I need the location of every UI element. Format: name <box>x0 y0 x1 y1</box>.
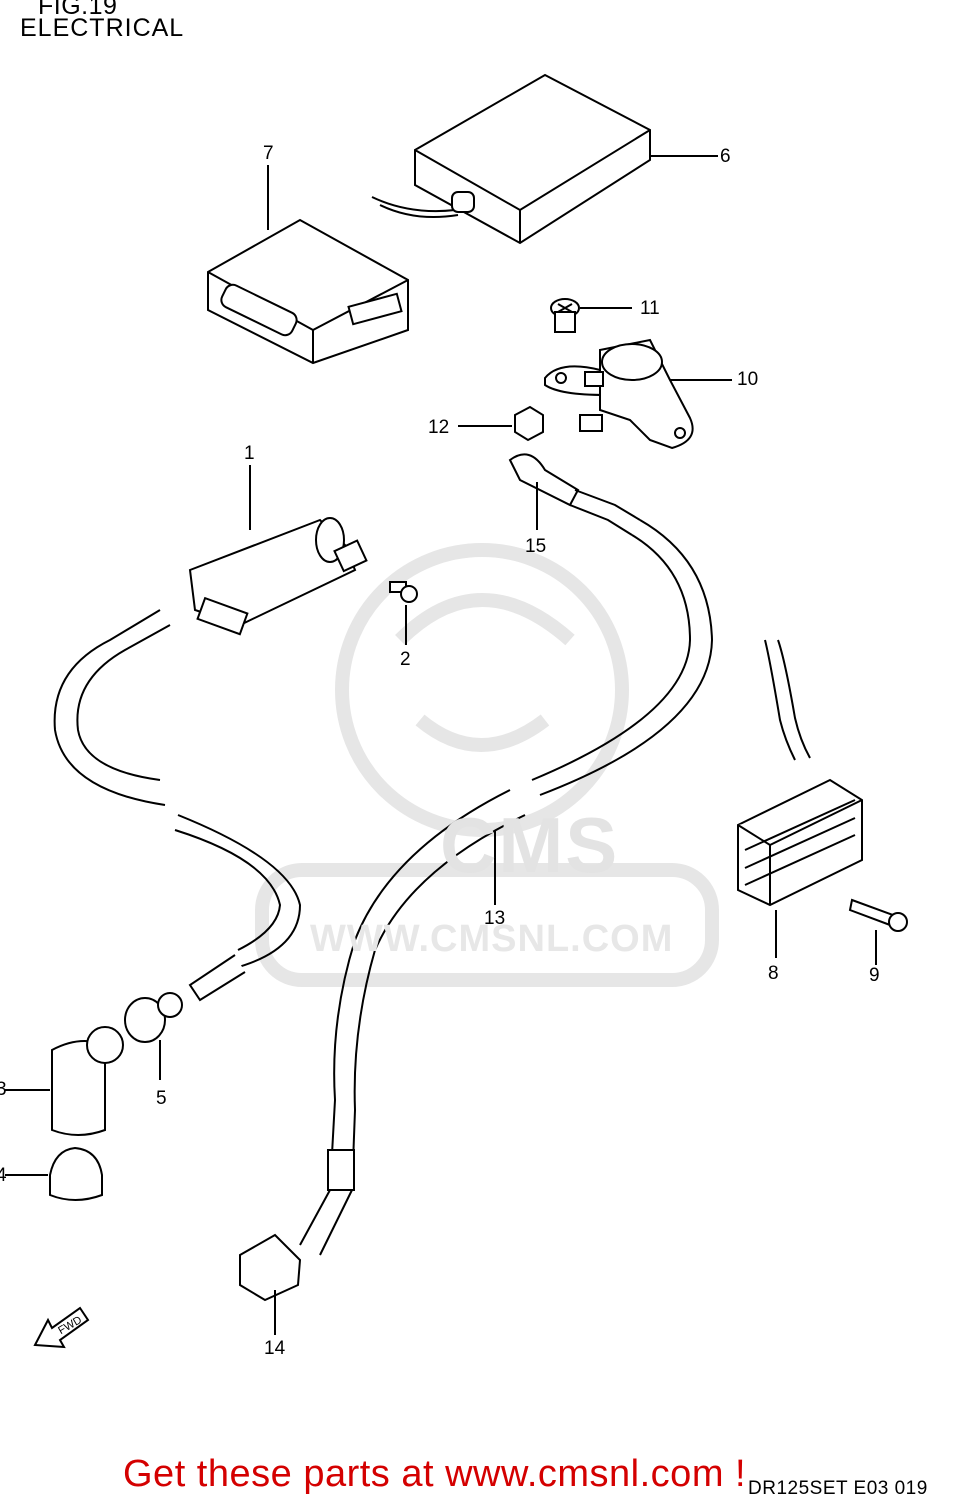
callout-1[interactable]: 1 <box>244 443 255 464</box>
callout-8[interactable]: 8 <box>768 963 779 984</box>
callout-9[interactable]: 9 <box>869 965 880 986</box>
callout-13[interactable]: 13 <box>484 908 506 929</box>
part-1-ignition-coil[interactable] <box>53 465 368 1002</box>
part-2-screw[interactable] <box>389 581 418 645</box>
promo-link[interactable]: Get these parts at www.cmsnl.com ! <box>123 1453 747 1495</box>
diagram-reference: DR125SET E03 019 <box>748 1478 928 1499</box>
callout-15[interactable]: 15 <box>525 536 547 557</box>
callout-14[interactable]: 14 <box>264 1338 286 1359</box>
part-12-nut[interactable] <box>458 405 544 442</box>
callout-4[interactable]: 4 <box>0 1165 7 1186</box>
figure-number: FIG.19 <box>38 0 118 20</box>
part-13-cable[interactable] <box>299 789 526 1256</box>
callout-6[interactable]: 6 <box>720 146 731 167</box>
fwd-arrow-icon <box>33 1306 90 1349</box>
callout-3[interactable]: 3 <box>0 1079 7 1100</box>
fwd-label-wrap: FWD <box>56 1314 84 1337</box>
part-9-screw[interactable] <box>848 898 908 965</box>
part-5-seal[interactable] <box>124 992 183 1080</box>
callout-11[interactable]: 11 <box>640 298 660 319</box>
callout-12[interactable]: 12 <box>428 417 450 438</box>
watermark-url: WWW.CMSNL.COM <box>310 918 674 960</box>
part-4-cover[interactable] <box>5 1146 103 1201</box>
part-10-starter-relay[interactable] <box>544 338 732 450</box>
figure-title: ELECTRICAL <box>20 14 185 42</box>
callout-5[interactable]: 5 <box>156 1088 167 1109</box>
callout-10[interactable]: 10 <box>737 369 759 390</box>
part-3-plug-cap[interactable] <box>5 1026 124 1136</box>
part-8-regulator-rectifier[interactable] <box>737 639 863 958</box>
cms-watermark-logo <box>255 543 719 987</box>
callout-2[interactable]: 2 <box>400 649 411 670</box>
callout-7[interactable]: 7 <box>263 143 274 164</box>
fwd-label: FWD <box>56 1314 84 1337</box>
part-6-cdi-unit[interactable] <box>371 73 718 245</box>
part-11-bolt[interactable] <box>550 298 632 333</box>
watermark-brand: CMS <box>440 801 620 889</box>
part-14-terminal[interactable] <box>239 1233 302 1335</box>
part-15-cable-terminal[interactable] <box>508 453 714 796</box>
part-7-control-unit[interactable] <box>207 165 409 365</box>
